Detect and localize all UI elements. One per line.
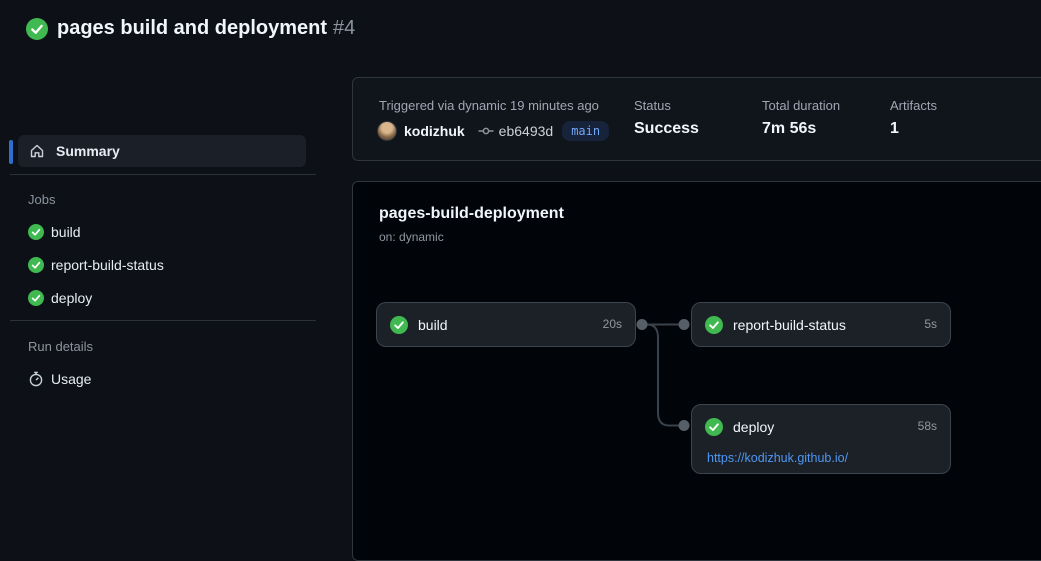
deploy-input-port [678, 420, 690, 431]
job-name: report-build-status [51, 257, 164, 273]
sidebar-job-report-build-status[interactable]: report-build-status [28, 257, 164, 273]
commit-sha-link[interactable]: eb6493d [498, 123, 554, 139]
run-number: #4 [333, 17, 356, 39]
check-circle-icon [28, 290, 44, 306]
report-input-port [678, 319, 690, 330]
workflow-trigger: on: dynamic [379, 230, 444, 244]
stat-value: 7m 56s [762, 120, 817, 137]
run-info-bar: Triggered via dynamic 19 minutes ago kod… [352, 77, 1041, 161]
sidebar-job-build[interactable]: build [28, 224, 81, 240]
stat-label: Artifacts [890, 98, 937, 113]
stat-value: 1 [890, 120, 899, 137]
git-commit-icon [478, 127, 494, 135]
workflow-name: pages-build-deployment [379, 205, 564, 222]
sidebar-item-summary[interactable]: Summary [18, 135, 306, 167]
sidebar-divider [10, 174, 316, 175]
graph-node-deploy[interactable]: deploy 58s https://kodizhuk.github.io/ [691, 404, 951, 474]
job-name: build [51, 224, 81, 240]
jobs-heading: Jobs [28, 192, 56, 207]
graph-node-report-build-status[interactable]: report-build-status 5s [691, 302, 951, 347]
stat-value: Success [634, 120, 699, 137]
run-sidebar: Summary Jobs build report-build-status d… [0, 60, 352, 538]
workflow-run-header: pages build and deployment#4 [0, 0, 1041, 60]
stat-label: Total duration [762, 98, 841, 113]
job-name: deploy [51, 290, 93, 306]
check-circle-icon [28, 224, 44, 240]
sidebar-item-label: Summary [56, 143, 120, 159]
check-circle-icon [390, 315, 408, 334]
graph-node-build[interactable]: build 20s [376, 302, 636, 347]
build-output-port [636, 319, 648, 330]
sidebar-item-usage[interactable]: Usage [28, 371, 91, 387]
sidebar-item-label: Usage [51, 371, 92, 387]
deployment-url-link[interactable]: https://kodizhuk.github.io/ [707, 451, 849, 465]
node-main-row: deploy [692, 405, 950, 448]
page-title: pages build and deployment#4 [57, 17, 355, 40]
home-icon [30, 144, 44, 158]
node-name: deploy [733, 418, 775, 435]
check-circle-icon [28, 257, 44, 273]
sidebar-job-deploy[interactable]: deploy [28, 290, 92, 306]
check-circle-icon [705, 315, 723, 334]
success-check-icon [26, 18, 48, 40]
node-duration: 20s [602, 317, 622, 331]
selected-accent-bar [9, 140, 13, 164]
check-circle-icon [705, 417, 723, 436]
workflow-run-name: pages build and deployment [57, 17, 328, 39]
workflow-graph-card: pages-build-deployment on: dynamic build… [352, 181, 1041, 561]
stat-label: Status [634, 98, 671, 113]
node-duration: 5s [924, 317, 937, 331]
node-name: build [418, 316, 448, 333]
branch-badge[interactable]: main [562, 121, 610, 141]
stopwatch-icon [29, 371, 43, 387]
node-main-row: report-build-status [692, 303, 950, 346]
dependency-edges [636, 319, 690, 431]
node-main-row: build [377, 303, 635, 346]
actor-login[interactable]: kodizhuk [404, 123, 465, 139]
run-details-heading: Run details [28, 339, 94, 354]
actor-avatar[interactable] [377, 121, 397, 141]
node-duration: 58s [917, 419, 937, 433]
actor-row: kodizhuk eb6493d main [377, 121, 610, 141]
sidebar-divider [10, 320, 316, 321]
node-name: report-build-status [733, 316, 846, 333]
triggered-text: Triggered via dynamic 19 minutes ago [379, 98, 599, 113]
